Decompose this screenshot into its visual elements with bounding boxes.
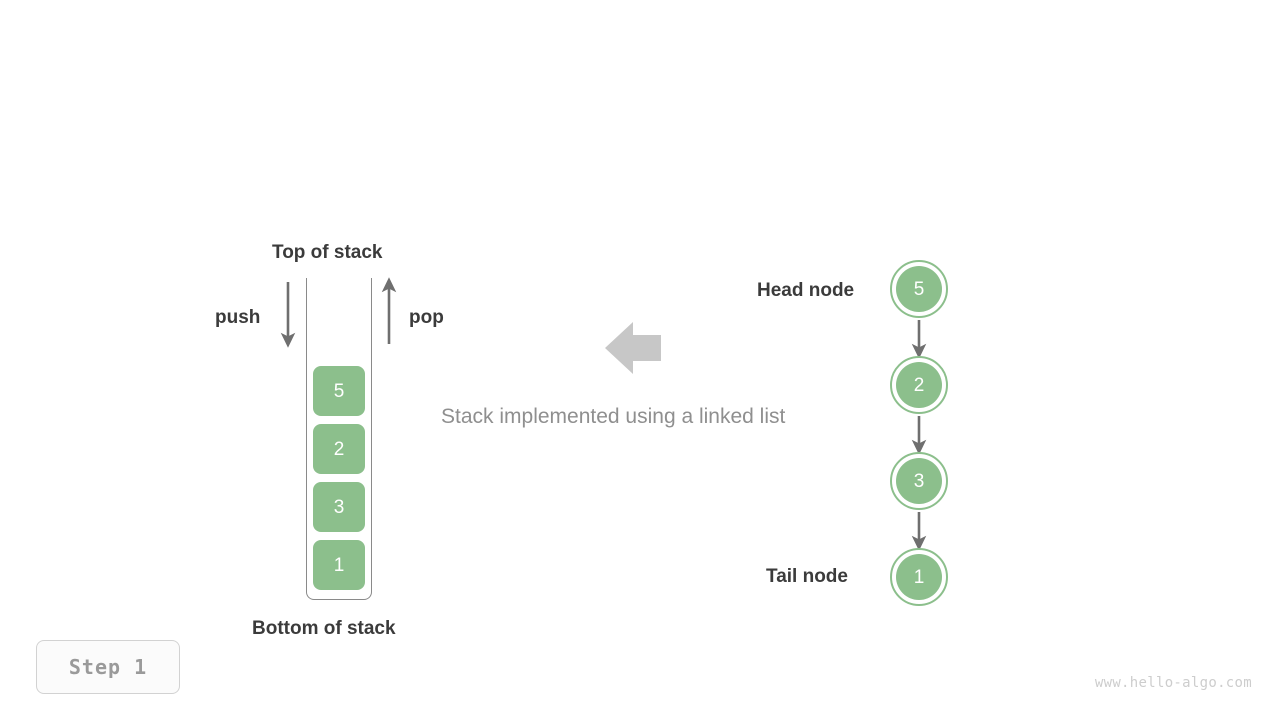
linkedlist-node: 3	[890, 452, 948, 510]
linkedlist-node-value: 5	[896, 266, 942, 312]
tail-node-label: Tail node	[766, 566, 848, 587]
top-of-stack-label: Top of stack	[272, 242, 383, 263]
stack-container	[306, 278, 372, 600]
stack-block: 5	[313, 366, 365, 416]
diagram-caption: Stack implemented using a linked list	[441, 405, 786, 428]
linkedlist-node: 5	[890, 260, 948, 318]
stack-block-value: 5	[333, 380, 345, 402]
bottom-of-stack-label: Bottom of stack	[252, 618, 396, 639]
pop-label: pop	[409, 307, 444, 328]
stack-block-value: 1	[333, 554, 345, 576]
stack-block: 3	[313, 482, 365, 532]
linkedlist-node-value: 1	[896, 554, 942, 600]
watermark: www.hello-algo.com	[1094, 675, 1252, 691]
stack-block-value: 2	[333, 438, 345, 460]
stack-block: 2	[313, 424, 365, 474]
stack-block: 1	[313, 540, 365, 590]
linkedlist-node-value: 2	[896, 362, 942, 408]
stack-block-value: 3	[333, 496, 345, 518]
head-node-label: Head node	[757, 280, 855, 301]
linkedlist-node: 2	[890, 356, 948, 414]
step-badge: Step 1	[36, 640, 180, 694]
linkedlist-node-value: 3	[896, 458, 942, 504]
conversion-arrow-icon	[605, 322, 661, 374]
linkedlist-node: 1	[890, 548, 948, 606]
push-label: push	[215, 307, 261, 328]
